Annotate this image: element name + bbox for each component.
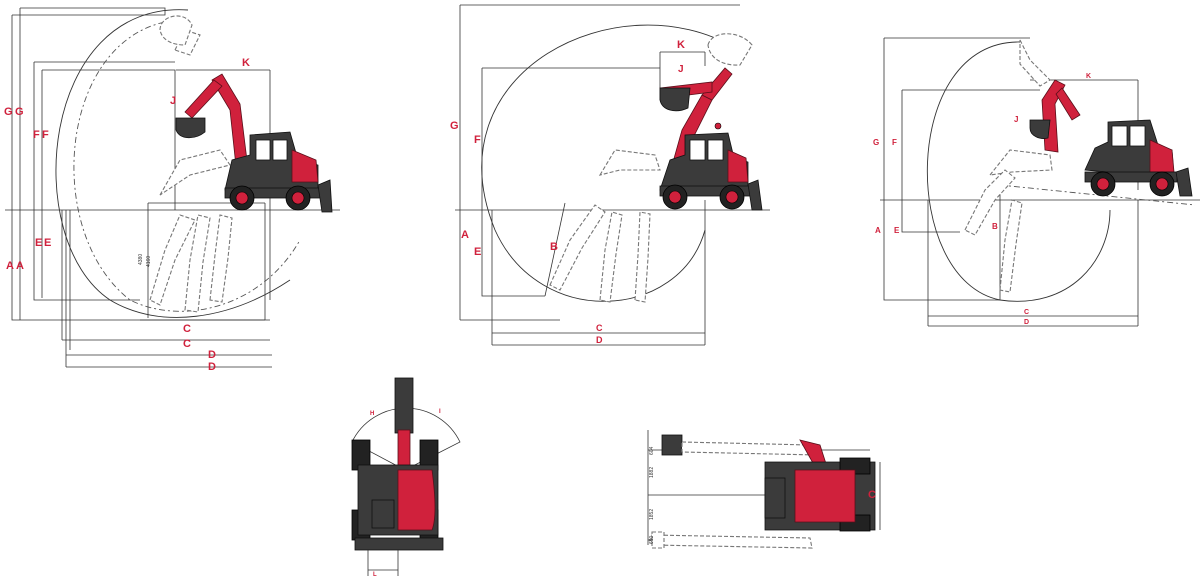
label-g: G [4,106,13,118]
label-g-2: G [15,106,24,118]
side-view-2: G F E A B K J C D [450,4,770,346]
label-a: A [461,229,469,241]
label-a: A [875,226,881,235]
dim-690: 690 [649,535,655,544]
label-d: D [596,335,603,345]
label-j: J [170,95,176,107]
label-d: D [1024,319,1029,326]
label-c-2: C [183,338,191,350]
label-f-2: F [42,129,49,141]
side-view-3: G F E A B K J C D [873,37,1200,327]
label-j: J [678,64,684,75]
label-l: L [373,572,377,577]
label-e: E [894,226,900,235]
label-k: K [677,39,685,51]
label-a: A [6,260,14,272]
top-view-swing: H I L [351,377,461,577]
label-d-2: D [208,361,216,373]
label-d: D [208,349,216,361]
label-k: K [242,57,250,69]
label-c: C [868,489,876,501]
label-g: G [873,138,879,147]
label-i: I [439,409,441,415]
label-j: J [1014,115,1018,124]
label-c: C [596,323,603,333]
label-f: F [33,129,40,141]
side-view-1: G G F F E E A A K J C C D D 4380 4160 [4,7,340,373]
top-view-offset: C 1882 1852 604 690 [647,430,881,549]
label-k: K [1086,73,1091,80]
label-e: E [35,237,42,249]
label-b: B [992,222,998,231]
dim-1882: 1882 [649,467,655,478]
label-e-2: E [44,237,51,249]
dim-4160: 4160 [146,256,152,267]
label-b: B [550,241,558,253]
label-a-2: A [16,260,24,272]
dim-4380: 4380 [138,254,144,265]
label-g: G [450,120,459,132]
label-f: F [892,138,897,147]
label-e: E [474,246,481,258]
dim-604: 604 [649,446,655,455]
label-f: F [474,134,481,146]
label-c: C [1024,309,1029,316]
label-c: C [183,323,191,335]
dim-1852: 1852 [649,509,655,520]
label-h: H [370,411,374,417]
